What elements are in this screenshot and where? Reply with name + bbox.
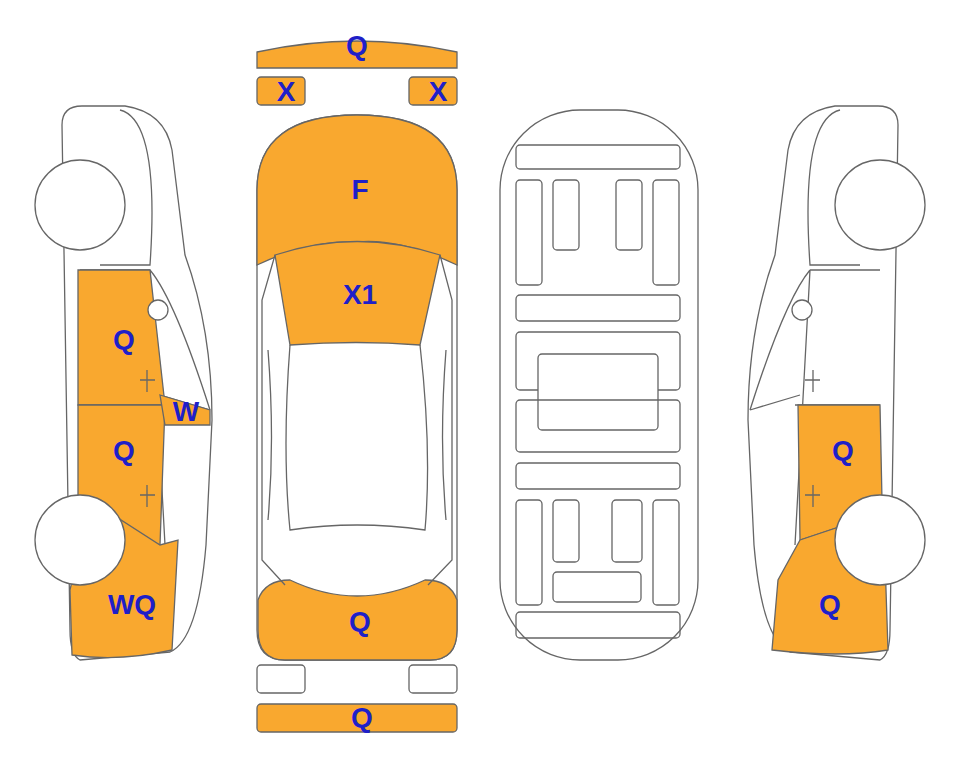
damage-code: WQ — [108, 591, 156, 619]
damage-code: Q — [351, 704, 373, 732]
damage-code: Q — [819, 591, 841, 619]
damage-code: X — [429, 78, 448, 106]
damage-code: W — [173, 398, 199, 426]
damage-code: X — [277, 78, 296, 106]
damage-code: Q — [832, 437, 854, 465]
damage-code: X1 — [343, 281, 377, 309]
damage-code: Q — [346, 32, 368, 60]
damage-code: Q — [349, 608, 371, 636]
damage-code: F — [351, 176, 368, 204]
damage-code: Q — [113, 326, 135, 354]
damage-code: Q — [113, 437, 135, 465]
